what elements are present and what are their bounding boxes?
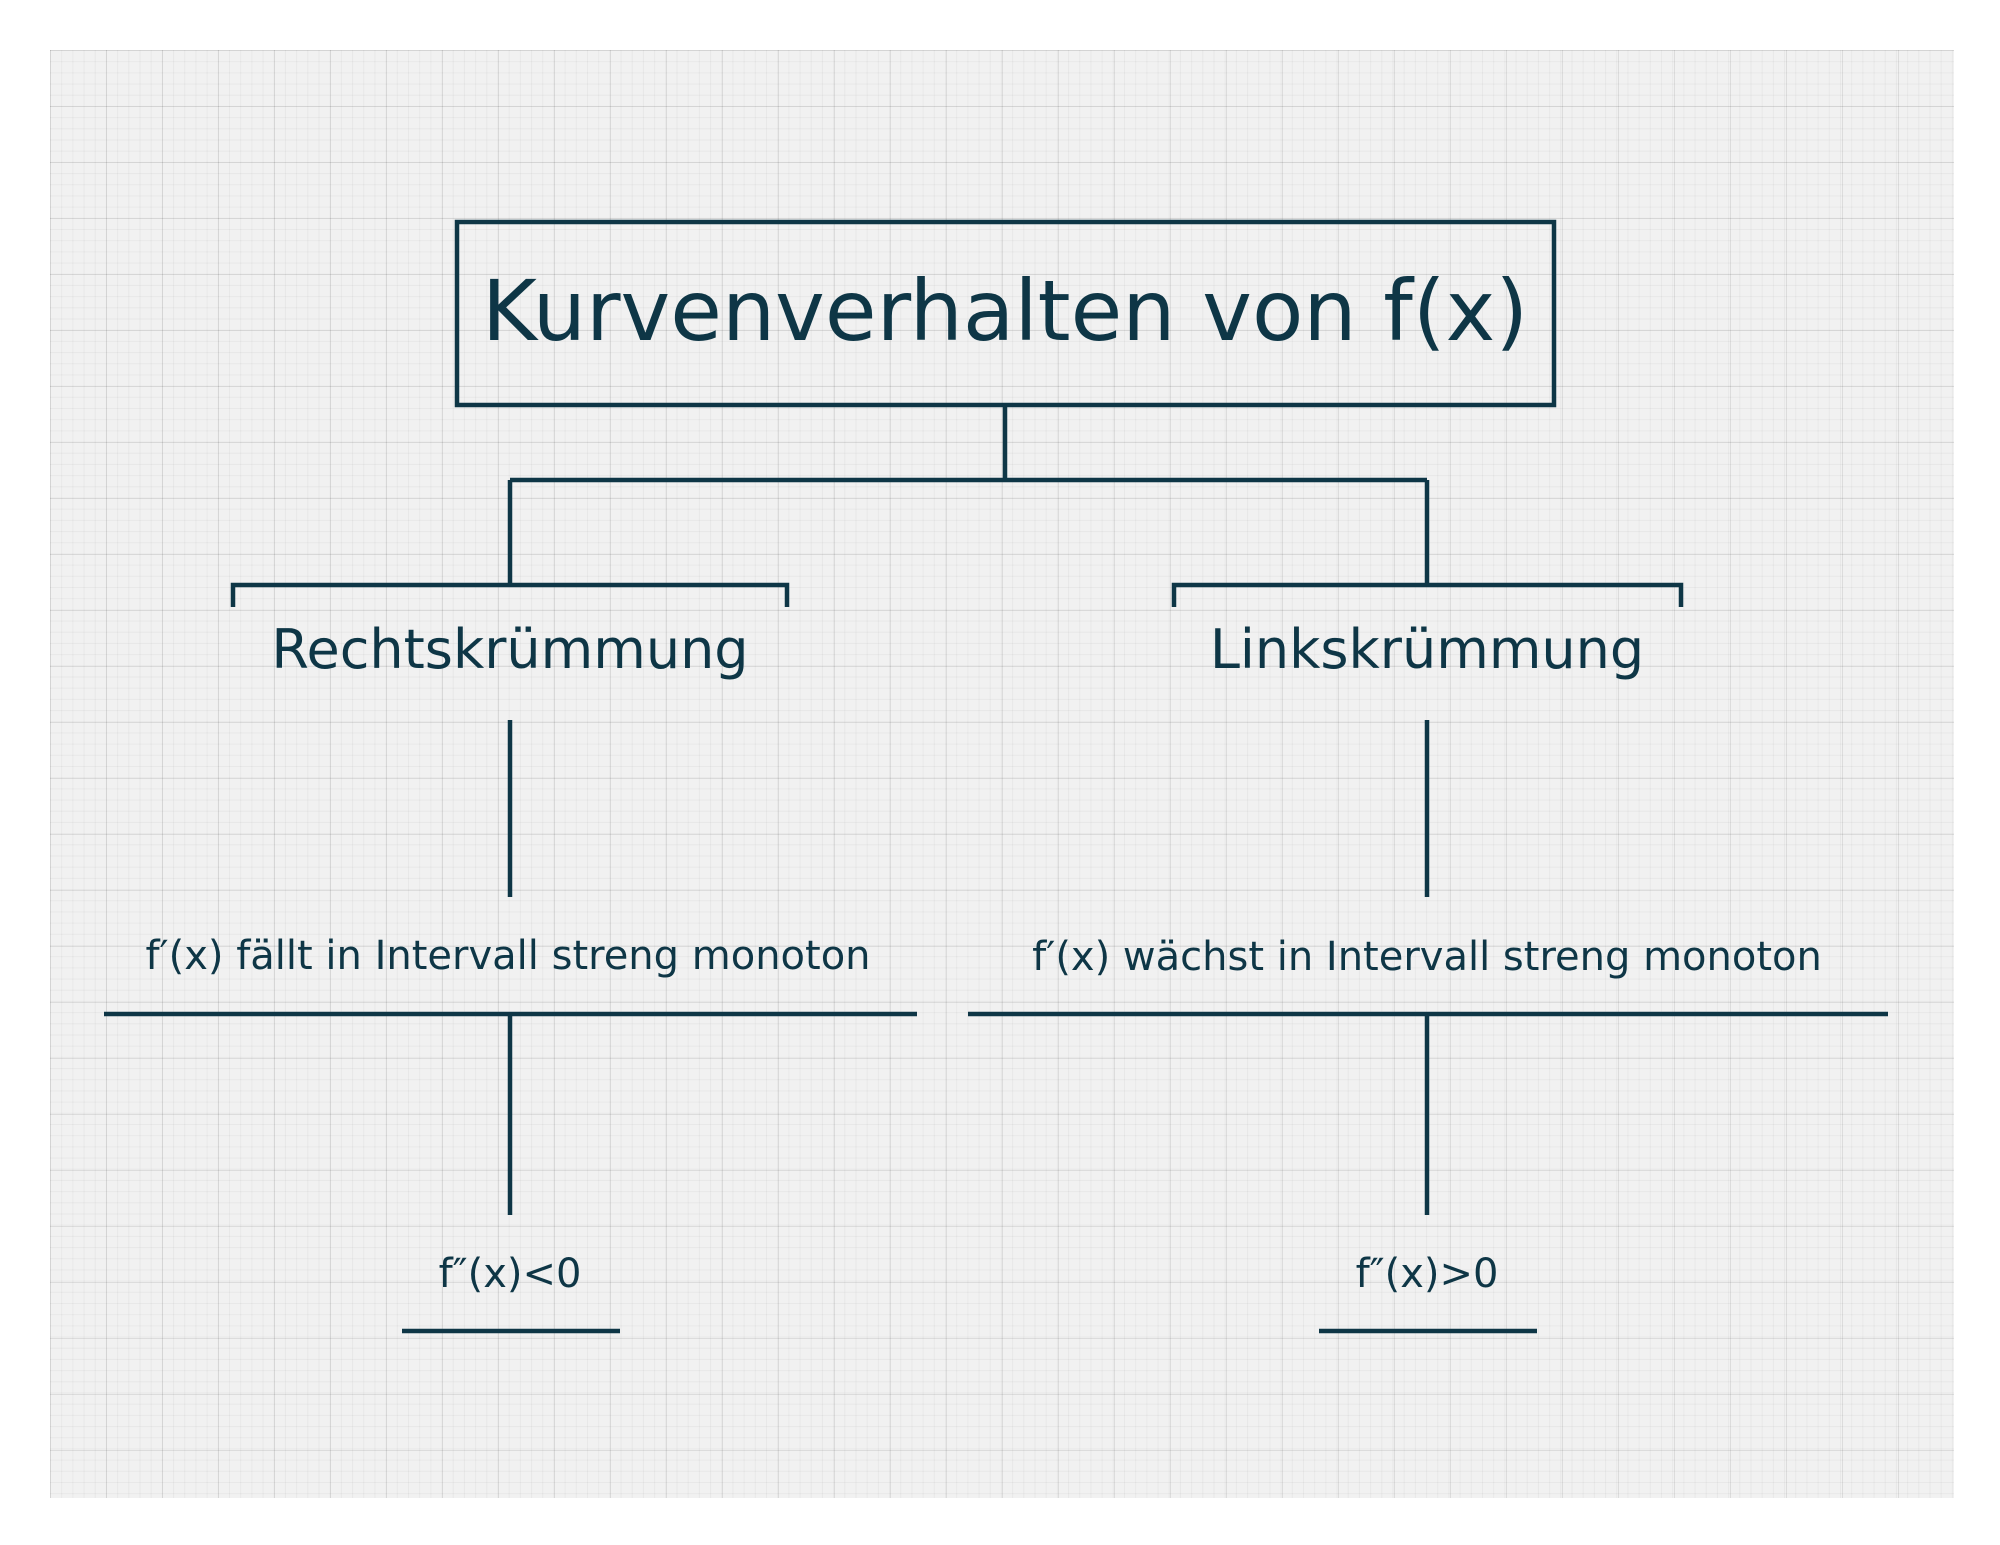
grid-paper-background [50,50,1954,1498]
left-branch-bracket [230,582,790,607]
diagram-title: Kurvenverhalten von f(x) [482,262,1528,360]
right-condition-text: f″(x)>0 [1356,1251,1499,1297]
left-description-text: f′(x) fällt in Intervall streng monoton [145,933,870,979]
right-branch-bracket [1171,582,1684,607]
left-branch-label: Rechtskrümmung [271,618,748,681]
left-condition-text: f″(x)<0 [439,1251,582,1297]
right-branch-label: Linkskrümmung [1210,618,1644,681]
right-description-text: f′(x) wächst in Intervall streng monoton [1032,934,1822,980]
